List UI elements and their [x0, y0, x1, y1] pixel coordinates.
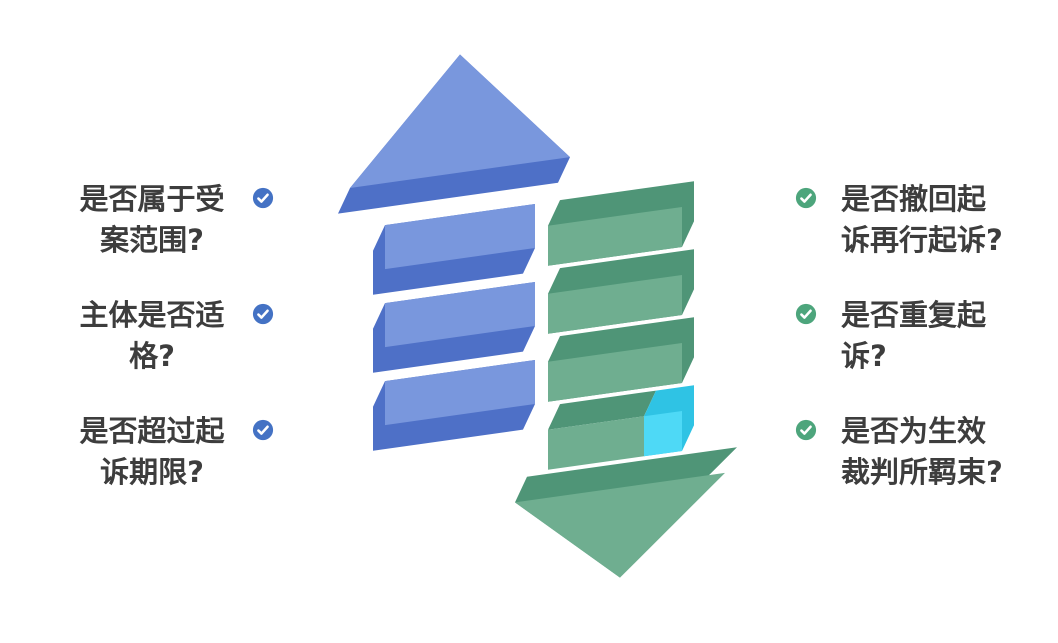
right-item-1: 是否撤回起 诉再行起诉?	[795, 179, 1003, 261]
highlight-block	[644, 410, 682, 457]
down-arrow-segment	[548, 342, 682, 402]
text-line: 是否为生效	[841, 414, 987, 448]
text-line: 诉再行起诉?	[841, 223, 1003, 257]
left-item-3-text: 是否超过起 诉期限?	[72, 411, 232, 493]
up-arrow-segment	[385, 203, 535, 270]
text-line: 是否撤回起	[841, 182, 987, 216]
down-arrow-head	[515, 472, 725, 578]
text-line: 是否属于受	[79, 182, 225, 216]
check-icon	[252, 303, 274, 325]
check-icon	[795, 303, 817, 325]
text-line: 裁判所羁束?	[841, 455, 1003, 489]
right-item-3-text: 是否为生效 裁判所羁束?	[841, 411, 1003, 493]
check-icon	[252, 419, 274, 441]
text-line: 是否重复起	[841, 298, 987, 332]
right-item-2-text: 是否重复起 诉?	[841, 295, 986, 377]
up-arrow-head	[350, 54, 570, 188]
text-line: 是否超过起	[79, 414, 225, 448]
down-arrow-segment	[548, 274, 682, 334]
check-icon	[795, 187, 817, 209]
check-icon	[795, 419, 817, 441]
up-arrow-segment	[385, 359, 535, 426]
left-item-1: 是否属于受 案范围?	[72, 179, 274, 261]
down-arrow-segment	[548, 416, 644, 470]
text-line: 诉期限?	[100, 455, 204, 489]
up-arrow-segment	[385, 281, 535, 348]
right-item-1-text: 是否撤回起 诉再行起诉?	[841, 179, 1003, 261]
text-line: 格?	[129, 339, 175, 373]
text-line: 主体是否适	[79, 298, 225, 332]
down-arrow	[515, 181, 737, 578]
up-arrow	[338, 54, 570, 451]
text-line: 诉?	[841, 339, 887, 373]
down-arrow-segment	[548, 206, 682, 266]
left-item-2-text: 主体是否适 格?	[72, 295, 232, 377]
left-item-3: 是否超过起 诉期限?	[72, 411, 274, 493]
left-item-1-text: 是否属于受 案范围?	[72, 179, 232, 261]
down-arrow-segment-side-face	[548, 390, 656, 430]
check-icon	[252, 187, 274, 209]
right-item-2: 是否重复起 诉?	[795, 295, 986, 377]
right-item-3: 是否为生效 裁判所羁束?	[795, 411, 1003, 493]
text-line: 案范围?	[100, 223, 204, 257]
left-item-2: 主体是否适 格?	[72, 295, 274, 377]
